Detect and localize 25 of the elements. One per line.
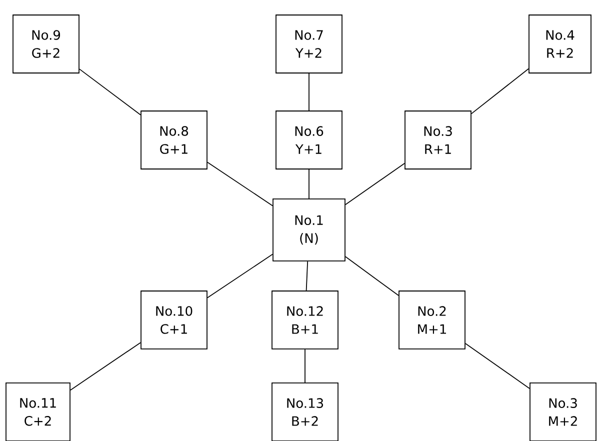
connector-line: [79, 68, 141, 116]
connector-line: [345, 256, 399, 296]
connector-line: [471, 68, 529, 114]
connector-line: [70, 342, 141, 391]
label-box: No.11 C+2: [6, 382, 70, 441]
label-box: No.4 R+2: [528, 14, 592, 74]
label-box: No.13 B+2: [272, 382, 338, 441]
label-box: No.1 (N): [272, 198, 346, 262]
label-box: No.8 G+1: [140, 110, 208, 170]
label-box: No.9 G+2: [12, 14, 80, 74]
label-box: No.7 Y+2: [276, 14, 342, 74]
connector-line: [308, 169, 310, 199]
label-box: No.3 R+1: [404, 110, 472, 170]
label-box: No.10 C+1: [140, 290, 208, 350]
connector-line: [345, 162, 405, 206]
label-box: No.2 M+1: [398, 290, 466, 350]
label-box: No.3 M+2: [530, 382, 596, 441]
connector-line: [207, 162, 273, 206]
label-box: No.12 B+1: [272, 290, 338, 350]
label-box: No.6 Y+1: [276, 110, 342, 170]
connector-line: [465, 343, 530, 389]
connector-line: [207, 254, 273, 298]
connector-line: [308, 73, 310, 111]
connector-line: [304, 348, 306, 383]
connector-line: [306, 261, 308, 291]
